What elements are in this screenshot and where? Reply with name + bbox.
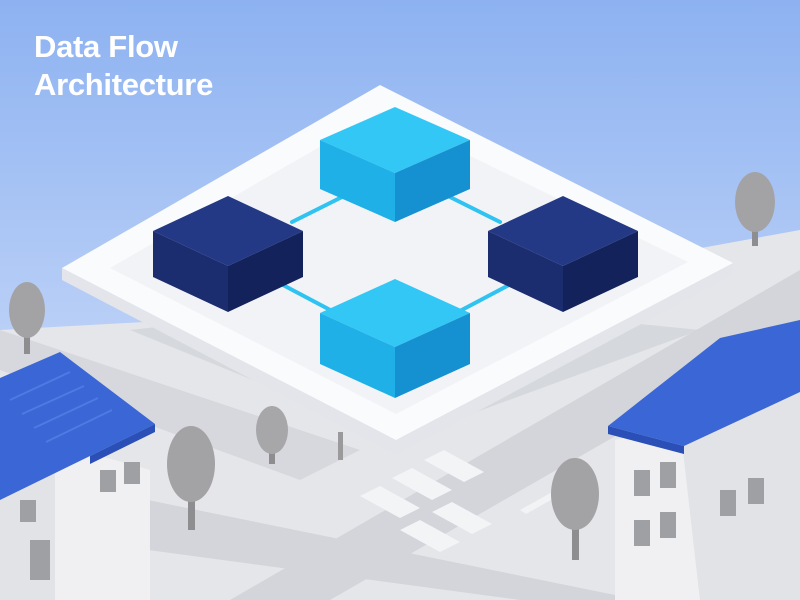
title-line-1: Data Flow (34, 29, 178, 64)
tree-center (256, 406, 288, 464)
platform-inner (110, 112, 688, 414)
node-right-block[interactable] (488, 196, 638, 312)
diagram-platform (62, 85, 733, 455)
house-right (608, 320, 800, 600)
house-right-front (615, 424, 700, 600)
node-top-block[interactable] (320, 107, 470, 222)
house-left-windows (20, 462, 140, 580)
road-main (230, 270, 800, 600)
road-cross (0, 470, 640, 600)
house-right-windows (634, 462, 764, 546)
house-left-roof-ridges (9, 371, 113, 443)
house-right-roof (608, 320, 800, 446)
tree-under-platform (338, 432, 343, 460)
title-line-2: Architecture (34, 67, 214, 102)
crosswalk (360, 450, 492, 552)
tree-far-right (735, 172, 775, 246)
house-left (0, 352, 155, 600)
tree-right-front (551, 458, 599, 560)
node-left-block[interactable] (153, 196, 303, 312)
house-right-roof-edge (608, 426, 684, 454)
tree-left-front (167, 426, 215, 530)
house-left-roof-edge (90, 424, 155, 464)
node-bottom-block[interactable] (320, 279, 470, 398)
page-title: Data Flow Architecture (34, 28, 213, 104)
tree-far-left (9, 282, 45, 354)
